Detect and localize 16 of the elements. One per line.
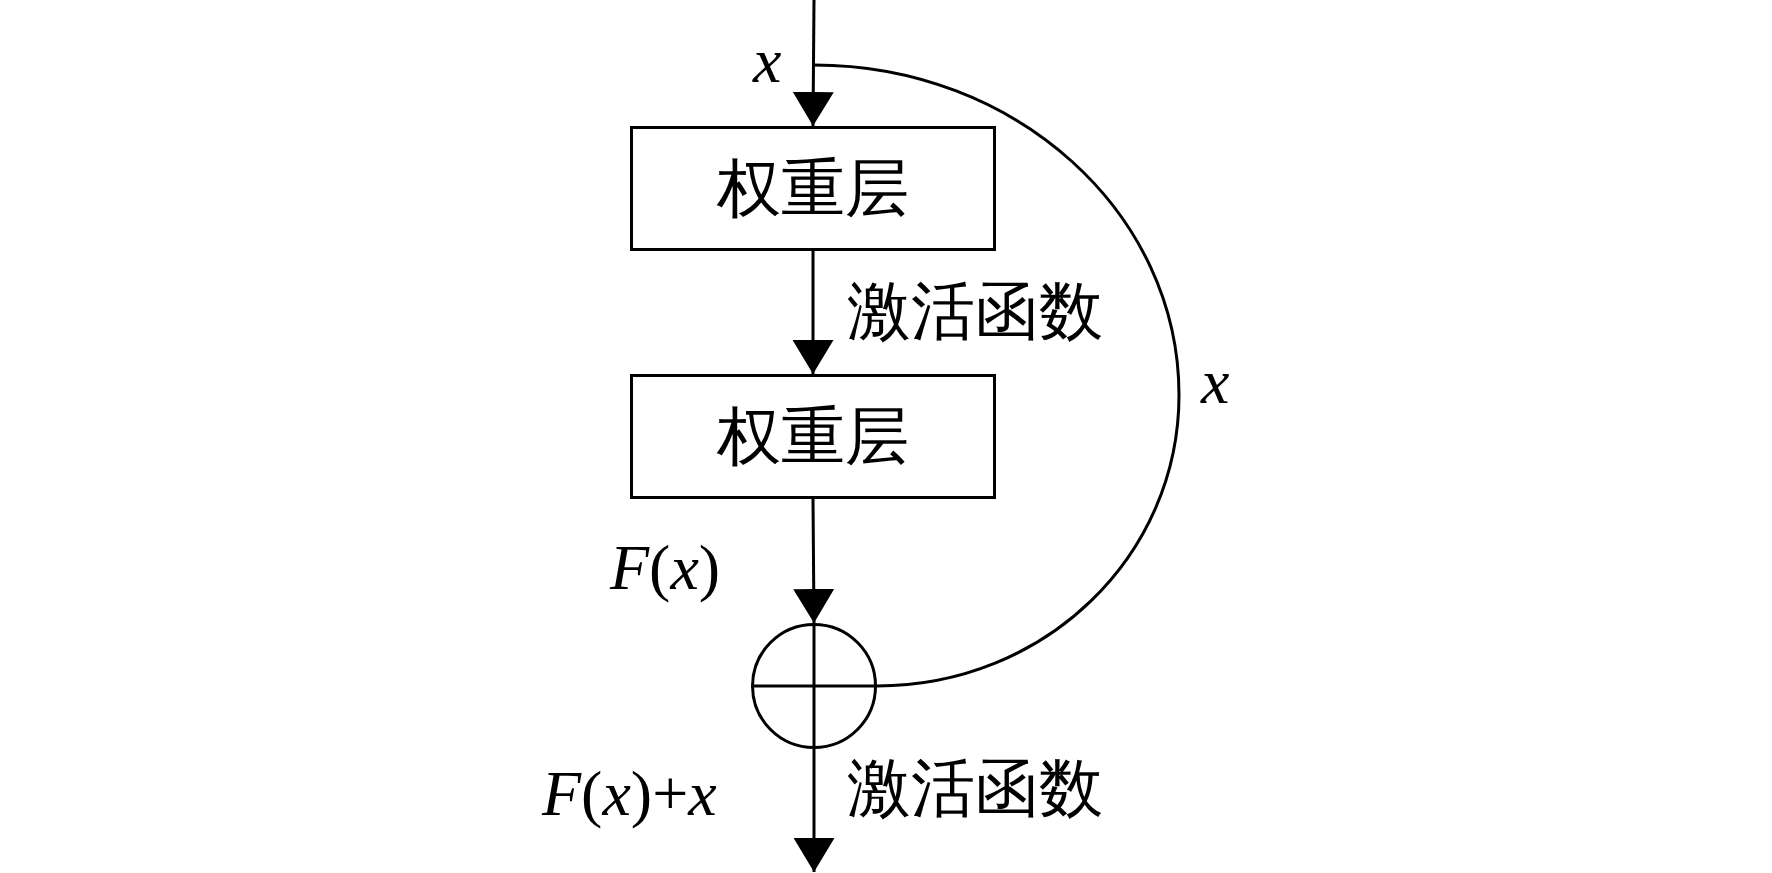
process-box [630, 374, 996, 499]
arrow [793, 499, 835, 623]
edge-label: 激活函数 [847, 280, 1103, 344]
arrow [792, 251, 834, 374]
annotation-label: 激活函数 [847, 757, 1103, 821]
edge-label: F(x)+x [542, 762, 717, 826]
edge-label: x [1201, 350, 1230, 414]
connector-line [813, 63, 1181, 688]
edge-label: F(x) [610, 536, 721, 600]
edge-label: x [753, 29, 782, 93]
arrow [792, 0, 834, 126]
box-label: 权重层 [717, 404, 909, 469]
summation-symbol [751, 623, 877, 749]
arrow [793, 749, 835, 872]
process-box [630, 126, 996, 251]
box-label: 权重层 [717, 156, 909, 221]
